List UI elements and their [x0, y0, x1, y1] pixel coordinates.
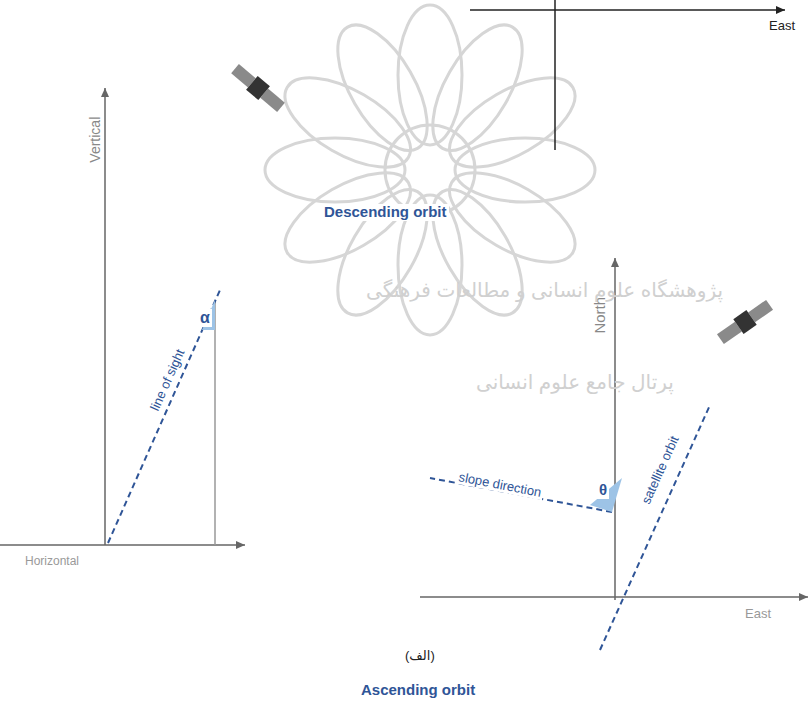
orbit-line — [600, 405, 710, 650]
axis-label: East — [743, 607, 773, 621]
axis-label: North — [592, 295, 609, 336]
line-label: satellite orbit — [638, 432, 682, 508]
axis — [554, 0, 556, 150]
axis-label: Vertical — [88, 115, 103, 165]
axis — [470, 9, 785, 11]
line-of-sight — [108, 290, 220, 543]
figure-tag: (الف) — [403, 649, 437, 663]
axis-label: Horizontal — [23, 555, 81, 568]
axis — [420, 596, 808, 598]
angle-symbol: α — [198, 309, 212, 327]
orbit-title: Descending orbit — [322, 204, 449, 221]
line-label: slope direction — [455, 470, 544, 501]
watermark: پژوهشگاه علوم انسانی و مطالعات فرهنگی — [366, 279, 723, 301]
rosette-petal — [271, 60, 424, 185]
orbit-title: Ascending orbit — [359, 682, 477, 699]
satellite — [715, 297, 774, 346]
rosette-petal — [415, 11, 540, 164]
axis — [614, 258, 616, 600]
axis — [104, 88, 106, 545]
rosette-petal — [415, 176, 540, 329]
satellite — [229, 62, 287, 114]
line-label: line of sight — [147, 345, 188, 415]
rosette-petal — [320, 11, 445, 164]
axis — [0, 544, 245, 546]
rosette-petal — [436, 155, 589, 280]
rosette-petal — [320, 176, 445, 329]
watermark: پرتال جامع علوم انسانی — [476, 371, 674, 393]
angle-symbol: θ — [597, 482, 609, 499]
axis-label: East — [767, 19, 797, 33]
angle-mark — [590, 478, 622, 512]
plumb-line — [214, 300, 216, 545]
rosette-core — [385, 125, 475, 215]
rosette-petal — [436, 60, 589, 185]
